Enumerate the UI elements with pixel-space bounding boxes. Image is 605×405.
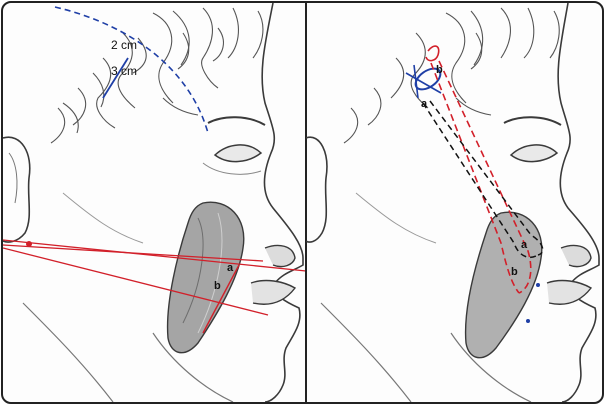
eyebrow-sketch	[208, 117, 265, 125]
point-label-b-top: b	[436, 64, 443, 76]
point-label-a: a	[227, 262, 234, 274]
point-label-a-top: a	[421, 98, 428, 110]
nose-sketch	[265, 245, 295, 266]
measure-label-2cm: 2 cm	[111, 38, 137, 52]
right-face-sketch: b a a b	[306, 3, 602, 402]
eyebrow-sketch	[504, 117, 561, 125]
face-profile-outline	[558, 3, 599, 402]
hair-sketch	[51, 8, 263, 143]
left-face-sketch: 2 cm 3 cm a b	[3, 3, 306, 402]
nasolabial-area-shaded	[466, 212, 542, 357]
hair-sketch	[344, 8, 559, 143]
eye-sketch	[215, 145, 261, 162]
eye-sketch	[511, 145, 557, 162]
ear-sketch	[306, 137, 327, 242]
lips-sketch	[547, 281, 591, 305]
ear-anchor-point	[26, 241, 32, 247]
face-profile-outline	[262, 3, 303, 402]
lips-sketch	[251, 281, 295, 305]
red-line-upper	[3, 240, 306, 271]
right-panel: b a a b	[306, 3, 602, 402]
nose-sketch	[561, 245, 591, 266]
point-label-b-bottom: b	[511, 266, 518, 278]
left-panel: 2 cm 3 cm a b	[3, 3, 306, 402]
measure-label-3cm: 3 cm	[111, 64, 137, 78]
point-label-a-bottom: a	[521, 239, 528, 251]
point-label-b: b	[214, 280, 221, 292]
red-suture-knot	[426, 46, 439, 61]
